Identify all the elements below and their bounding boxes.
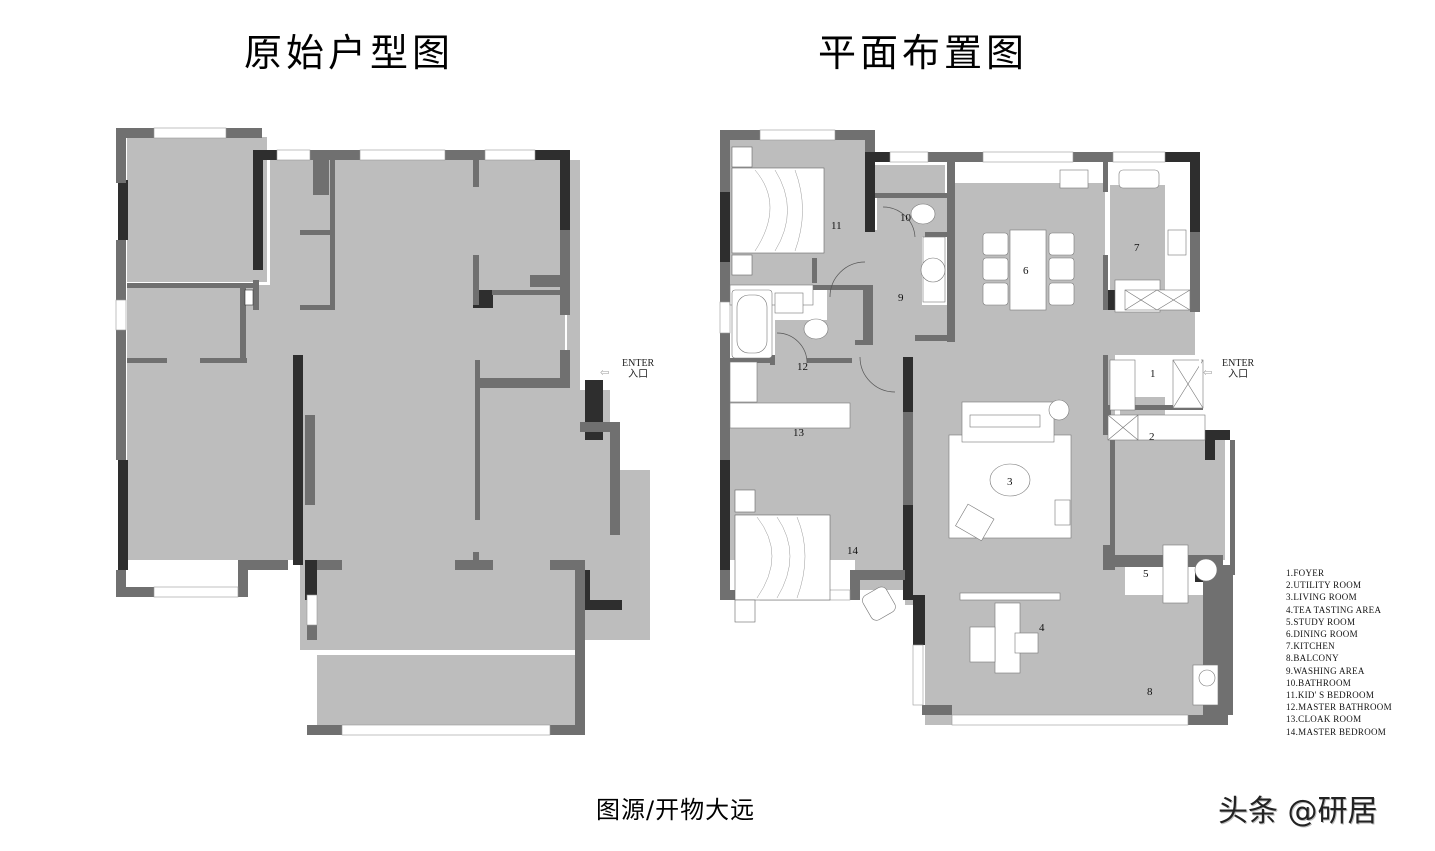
legend-item: 4.TEA TASTING AREA bbox=[1286, 604, 1382, 615]
room-number-6: 6 bbox=[1023, 265, 1029, 277]
original-floor-plan bbox=[110, 120, 670, 740]
entrance-arrow-icon: ⇦ bbox=[1203, 366, 1213, 379]
legend-item: 14.MASTER BEDROOM bbox=[1286, 726, 1387, 737]
watermark: 头条 @研居 bbox=[1218, 794, 1378, 829]
legend-item: 9.WASHING AREA bbox=[1286, 665, 1365, 676]
legend-item: 2.UTILITY ROOM bbox=[1286, 580, 1362, 591]
entrance-label-zh: 入口 bbox=[628, 369, 649, 380]
legend-item: 7.KITCHEN bbox=[1286, 641, 1335, 652]
legend-item: 6.DINING ROOM bbox=[1286, 629, 1358, 640]
entrance-label-en: ENTER bbox=[1222, 358, 1255, 369]
room-number-14: 14 bbox=[847, 545, 859, 557]
room-number-2: 2 bbox=[1149, 431, 1155, 443]
legend-item: 8.BALCONY bbox=[1286, 653, 1339, 664]
legend-item: 10.BATHROOM bbox=[1286, 677, 1352, 688]
legend-item: 5.STUDY ROOM bbox=[1286, 616, 1356, 627]
room-number-8: 8 bbox=[1147, 686, 1153, 698]
room-number-1: 1 bbox=[1150, 368, 1156, 380]
room-number-7: 7 bbox=[1134, 242, 1140, 254]
furnished-floor-plan: 1 2 3 4 5 6 7 8 9 10 11 12 13 14 bbox=[715, 125, 1235, 745]
entrance-arrow-icon: ⇦ bbox=[600, 366, 610, 379]
room-number-12: 12 bbox=[797, 361, 808, 373]
room-number-3: 3 bbox=[1007, 476, 1013, 488]
room-number-4: 4 bbox=[1039, 622, 1045, 634]
layout-entrance-label: ENTER 入口 bbox=[1222, 358, 1254, 380]
room-number-11: 11 bbox=[831, 220, 842, 232]
legend-item: 3.LIVING ROOM bbox=[1286, 592, 1357, 603]
legend-item: 13.CLOAK ROOM bbox=[1286, 714, 1362, 725]
room-number-13: 13 bbox=[793, 427, 805, 439]
layout-plan-title: 平面布置图 bbox=[818, 31, 1029, 75]
entrance-label-en: ENTER bbox=[622, 358, 655, 369]
room-legend: 1.FOYER 2.UTILITY ROOM 3.LIVING ROOM 4.T… bbox=[1286, 567, 1392, 738]
room-number-10: 10 bbox=[900, 212, 912, 224]
original-entrance-label: ENTER 入口 bbox=[622, 358, 654, 380]
room-number-5: 5 bbox=[1143, 568, 1149, 580]
legend-item: 1.FOYER bbox=[1286, 568, 1325, 578]
room-number-9: 9 bbox=[898, 292, 904, 304]
legend-item: 11.KID' S BEDROOM bbox=[1286, 690, 1375, 701]
entrance-label-zh: 入口 bbox=[1228, 369, 1249, 380]
image-source-caption: 图源/开物大远 bbox=[596, 796, 756, 824]
legend-item: 12.MASTER BATHROOM bbox=[1286, 702, 1392, 713]
original-plan-title: 原始户型图 bbox=[244, 31, 455, 75]
